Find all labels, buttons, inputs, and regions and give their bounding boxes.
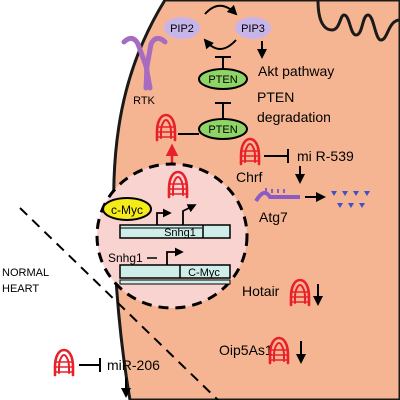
c-myc-gene-box <box>119 264 231 279</box>
snhg1-transcript-arrow <box>182 204 197 225</box>
c-myc-label: c-Myc <box>111 203 143 217</box>
akt-pathway-label: Akt pathway <box>258 63 334 79</box>
c-myc-tss-arrow <box>166 247 184 265</box>
mir206-label: miR-206 <box>107 357 160 373</box>
atg7-label: Atg7 <box>259 209 288 225</box>
pip2-label: PIP2 <box>170 23 194 35</box>
snhg1-label: Snhg1 <box>108 251 143 265</box>
snhg1-gene-label: Snhg1 <box>164 227 196 239</box>
pten-degradation-line1: PTEN <box>257 89 294 105</box>
pip3-ellipse <box>235 17 271 39</box>
snhg1-tss-arrow <box>156 208 172 225</box>
pip2-ellipse <box>164 17 200 39</box>
rtk-label: RTK <box>133 95 155 107</box>
mir539-label: mi R-539 <box>297 148 354 164</box>
atg7-mrna-icon <box>254 188 300 203</box>
pip-cycle-top-arrow <box>204 4 238 16</box>
normal-heart-label-1: NORMAL <box>2 267 49 279</box>
pten-upper-label: PTEN <box>208 74 237 86</box>
chrf-label: Chrf <box>236 169 263 185</box>
rna-hairpin-mir206 <box>53 348 75 377</box>
pten-oval-upper <box>198 68 248 90</box>
hotair-label: Hotair <box>242 283 280 299</box>
pip3-label: PIP3 <box>241 23 265 35</box>
normal-heart-divider <box>19 207 219 400</box>
oip5as1-label: Oip5As1 <box>219 342 273 358</box>
membrane-folds <box>316 0 400 42</box>
pten-lower-label: PTEN <box>208 124 237 136</box>
rtk-receptor-icon <box>121 35 168 91</box>
c-myc-gene-foot <box>119 279 231 285</box>
normal-heart-label-2: HEART <box>2 283 39 295</box>
degraded-protein-icon <box>331 191 370 208</box>
pten-degradation-line2: degradation <box>257 109 331 125</box>
pip-cycle-bottom-arrow <box>203 38 237 50</box>
c-myc-protein <box>102 197 152 221</box>
c-myc-gene-label: C-Myc <box>188 267 220 279</box>
